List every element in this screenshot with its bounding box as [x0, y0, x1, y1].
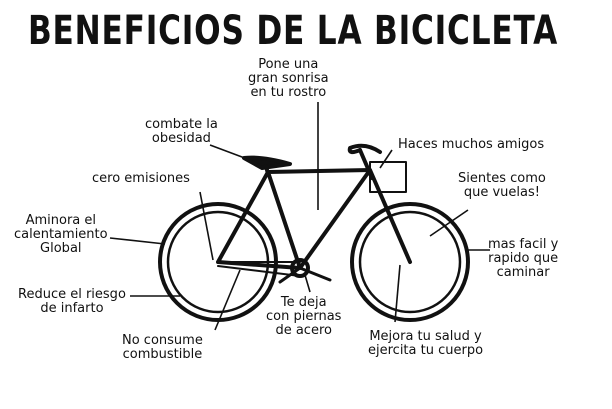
label-sonrisa: Pone una gran sonrisa en tu rostro [248, 57, 329, 100]
title: BENEFICIOS DE LA BICICLETA [28, 8, 559, 54]
label-calentamiento: Aminora el calentamiento Global [14, 213, 108, 256]
label-obesidad: combate la obesidad [145, 117, 218, 146]
label-amigos: Haces muchos amigos [398, 137, 545, 152]
label-facil: mas facil y rapido que caminar [488, 237, 559, 280]
frame [216, 148, 412, 270]
label-infarto: Reduce el riesgo de infarto [18, 287, 126, 316]
handlebar [347, 143, 382, 155]
front-wheel [350, 202, 470, 322]
label-vuelas: Sientes como que vuelas! [458, 171, 546, 200]
pointer-lines [109, 102, 490, 331]
chain [217, 261, 301, 277]
label-salud: Mejora tu salud y ejercita tu cuerpo [368, 329, 484, 358]
seat [242, 155, 292, 170]
label-piernas: Te deja con piernas de acero [266, 295, 342, 338]
label-combustible: No consume combustible [122, 333, 203, 362]
basket [369, 161, 407, 193]
label-emisiones: cero emisiones [92, 171, 190, 186]
